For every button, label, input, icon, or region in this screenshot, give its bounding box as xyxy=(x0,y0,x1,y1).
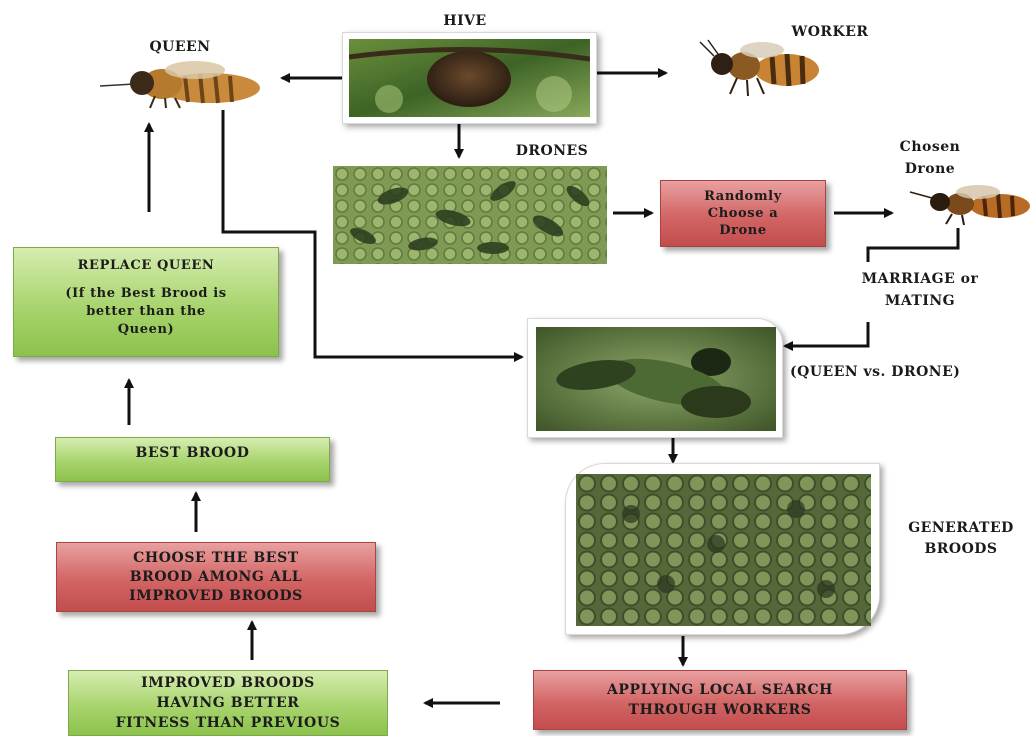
arrow-queen-to-mating xyxy=(221,110,524,362)
replace-queen-box: REPLACE QUEEN (If the Best Brood is bett… xyxy=(13,247,279,357)
improved-broods-text: IMPROVED BROODS HAVING BETTER FITNESS TH… xyxy=(115,675,341,731)
choose-best-brood-box: CHOOSE THE BEST BROOD AMONG ALL IMPROVED… xyxy=(56,542,376,612)
queen-bee-icon xyxy=(100,61,260,109)
queen-label: QUEEN xyxy=(149,39,211,55)
mating-image xyxy=(527,318,783,438)
mating-illustration xyxy=(536,327,776,431)
chosen-drone-label: Chosen Drone xyxy=(899,139,961,177)
local-search-text: APPLYING LOCAL SEARCH THROUGH WORKERS xyxy=(606,682,834,718)
improved-broods-box: IMPROVED BROODS HAVING BETTER FITNESS TH… xyxy=(68,670,388,736)
broods-image xyxy=(565,463,880,635)
queen-vs-drone-label: (QUEEN vs. DRONE) xyxy=(790,364,961,380)
broods-illustration xyxy=(576,474,871,626)
replace-queen-title: REPLACE QUEEN xyxy=(77,258,215,273)
hive-label: HIVE xyxy=(443,13,487,29)
hive-image xyxy=(342,32,597,124)
randomly-choose-drone-box: Randomly Choose a Drone xyxy=(660,180,826,247)
chosen-drone-icon xyxy=(909,185,1030,226)
marriage-label: MARRIAGE or MATING xyxy=(861,271,979,309)
generated-broods-label: GENERATED BROODS xyxy=(908,520,1014,557)
worker-bee-icon xyxy=(699,39,819,97)
best-brood-text: BEST BROOD xyxy=(135,445,250,461)
drones-label: DRONES xyxy=(515,143,589,159)
arrow-mating-to-image xyxy=(783,322,870,351)
choose-best-brood-text: CHOOSE THE BEST BROOD AMONG ALL IMPROVED… xyxy=(129,549,303,604)
local-search-box: APPLYING LOCAL SEARCH THROUGH WORKERS xyxy=(533,670,907,730)
drones-image xyxy=(333,166,607,264)
randomly-choose-drone-text: Randomly Choose a Drone xyxy=(704,189,782,238)
replace-queen-note: (If the Best Brood is better than the Qu… xyxy=(65,286,227,337)
connector-drone-to-mating xyxy=(866,228,960,262)
drones-illustration xyxy=(333,166,607,264)
hive-illustration xyxy=(348,39,591,117)
best-brood-box: BEST BROOD xyxy=(55,437,330,482)
worker-label: WORKER xyxy=(791,24,869,40)
